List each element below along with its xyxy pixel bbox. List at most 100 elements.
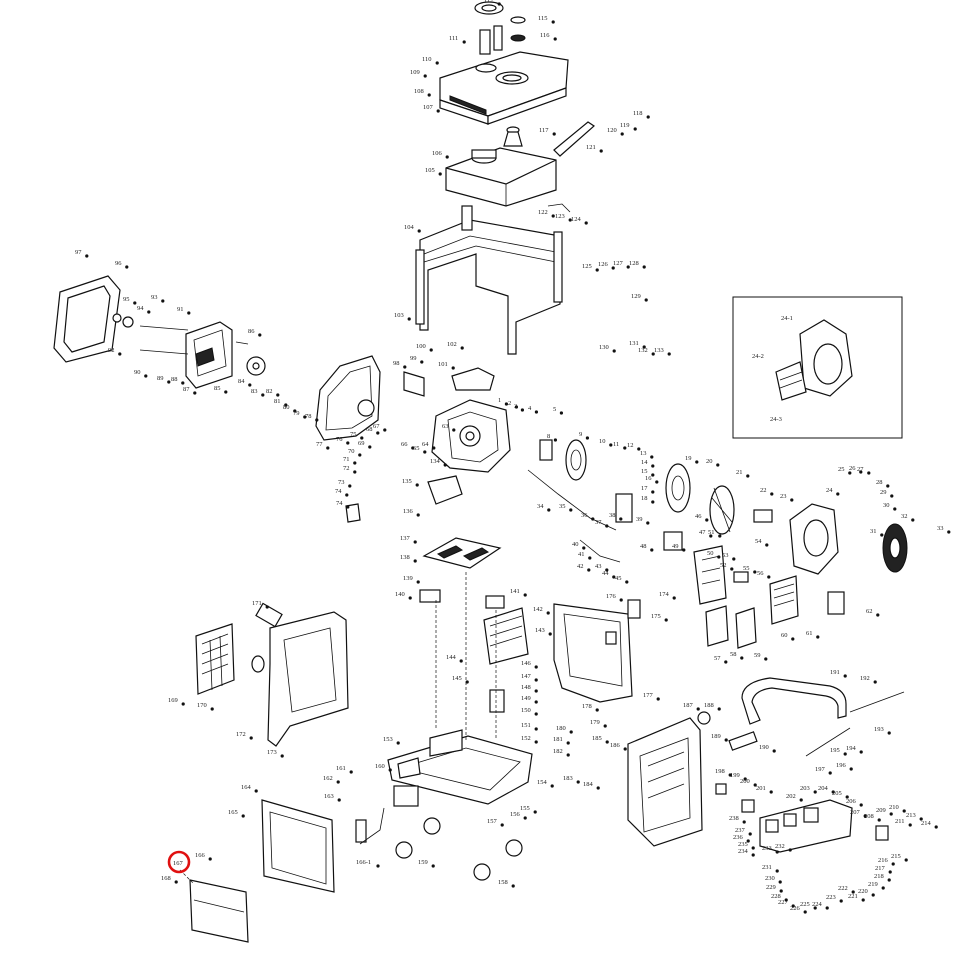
callout-201[interactable]: 201 [756, 785, 766, 792]
callout-50[interactable]: 50 [707, 550, 714, 557]
callout-127[interactable]: 127 [613, 260, 624, 267]
callout-177[interactable]: 177 [643, 692, 654, 699]
callout-91[interactable]: 91 [177, 306, 184, 313]
callout-233[interactable]: 233 [762, 845, 772, 852]
callout-171[interactable]: 171 [252, 600, 262, 607]
callout-180[interactable]: 180 [556, 725, 566, 732]
callout-207[interactable]: 207 [850, 809, 861, 816]
callout-36[interactable]: 36 [581, 512, 588, 519]
highlighted-callout-167[interactable]: 167 [167, 850, 191, 874]
callout-172[interactable]: 172 [236, 731, 246, 738]
callout-187[interactable]: 187 [683, 702, 694, 709]
callout-73[interactable]: 73 [338, 479, 345, 486]
callout-98[interactable]: 98 [393, 360, 400, 367]
callout-82[interactable]: 82 [266, 388, 273, 395]
callout-117[interactable]: 117 [539, 127, 549, 134]
callout-159[interactable]: 159 [418, 859, 428, 866]
callout-93[interactable]: 93 [151, 294, 158, 301]
callout-131[interactable]: 131 [629, 340, 639, 347]
callout-104[interactable]: 104 [404, 224, 415, 231]
callout-65[interactable]: 65 [413, 445, 420, 452]
callout-54[interactable]: 54 [755, 538, 762, 545]
callout-21[interactable]: 21 [736, 469, 743, 476]
callout-141[interactable]: 141 [510, 588, 520, 595]
callout-56[interactable]: 56 [757, 570, 764, 577]
callout-181[interactable]: 181 [553, 736, 563, 743]
callout-15[interactable]: 15 [641, 468, 648, 475]
callout-137[interactable]: 137 [400, 535, 411, 542]
callout-154[interactable]: 154 [537, 779, 548, 786]
callout-126[interactable]: 126 [598, 261, 609, 268]
callout-70[interactable]: 70 [348, 448, 355, 455]
callout-8[interactable]: 8 [547, 433, 550, 440]
callout-115[interactable]: 115 [538, 15, 548, 22]
callout-35[interactable]: 35 [559, 503, 566, 510]
callout-105[interactable]: 105 [425, 167, 435, 174]
callout-124[interactable]: 124 [571, 216, 582, 223]
callout-122[interactable]: 122 [538, 209, 548, 216]
callout-24[interactable]: 24 [826, 487, 833, 494]
callout-74[interactable]: 74 [336, 500, 343, 507]
callout-28[interactable]: 28 [876, 479, 883, 486]
callout-170[interactable]: 170 [197, 702, 207, 709]
callout-32[interactable]: 32 [901, 513, 908, 520]
callout-165[interactable]: 165 [228, 809, 238, 816]
callout-183[interactable]: 183 [563, 775, 573, 782]
callout-156[interactable]: 156 [510, 811, 521, 818]
callout-208[interactable]: 208 [864, 813, 874, 820]
callout-60[interactable]: 60 [781, 632, 788, 639]
callout-46[interactable]: 46 [695, 513, 702, 520]
callout-148[interactable]: 148 [521, 684, 531, 691]
callout-169[interactable]: 169 [168, 697, 178, 704]
callout-20[interactable]: 20 [706, 458, 713, 465]
callout-25[interactable]: 25 [838, 466, 845, 473]
callout-51[interactable]: 51 [708, 529, 715, 536]
callout-160[interactable]: 160 [375, 763, 385, 770]
callout-152[interactable]: 152 [521, 735, 531, 742]
callout-204[interactable]: 204 [818, 785, 829, 792]
callout-197[interactable]: 197 [815, 766, 826, 773]
callout-5[interactable]: 5 [553, 406, 556, 413]
callout-142[interactable]: 142 [533, 606, 543, 613]
callout-217[interactable]: 217 [875, 865, 886, 872]
callout-49[interactable]: 49 [672, 543, 679, 550]
callout-77[interactable]: 77 [316, 441, 323, 448]
callout-129[interactable]: 129 [631, 293, 641, 300]
callout-57[interactable]: 57 [714, 655, 721, 662]
callout-87[interactable]: 87 [183, 386, 190, 393]
callout-166[interactable]: 166 [195, 852, 206, 859]
callout-42[interactable]: 42 [577, 563, 584, 570]
callout-151[interactable]: 151 [521, 722, 531, 729]
callout-158[interactable]: 158 [498, 879, 508, 886]
callout-182[interactable]: 182 [553, 748, 563, 755]
callout-135[interactable]: 135 [402, 478, 412, 485]
callout-67[interactable]: 67 [373, 423, 380, 430]
callout-195[interactable]: 195 [830, 747, 840, 754]
callout-221[interactable]: 221 [848, 893, 858, 900]
callout-215[interactable]: 215 [891, 853, 901, 860]
callout-179[interactable]: 179 [590, 719, 600, 726]
callout-23[interactable]: 23 [780, 493, 787, 500]
callout-29[interactable]: 29 [880, 489, 887, 496]
callout-188[interactable]: 188 [704, 702, 714, 709]
callout-22[interactable]: 22 [760, 487, 767, 494]
callout-58[interactable]: 58 [730, 651, 737, 658]
callout-143[interactable]: 143 [535, 627, 545, 634]
callout-2[interactable]: 2 [508, 400, 511, 407]
callout-12[interactable]: 12 [627, 442, 634, 449]
callout-34[interactable]: 34 [537, 503, 544, 510]
callout-96[interactable]: 96 [115, 260, 122, 267]
callout-30[interactable]: 30 [883, 502, 890, 509]
callout-174[interactable]: 174 [659, 591, 670, 598]
callout-168[interactable]: 168 [161, 875, 171, 882]
callout-10[interactable]: 10 [599, 438, 606, 445]
callout-27[interactable]: 27 [857, 466, 864, 473]
callout-75[interactable]: 75 [350, 431, 357, 438]
callout-199[interactable]: 199 [730, 772, 740, 779]
callout-55[interactable]: 55 [743, 565, 750, 572]
callout-149[interactable]: 149 [521, 695, 531, 702]
callout-3[interactable]: 3 [514, 403, 517, 410]
callout-72[interactable]: 72 [343, 465, 350, 472]
callout-231[interactable]: 231 [762, 864, 772, 871]
callout-88[interactable]: 88 [171, 376, 178, 383]
